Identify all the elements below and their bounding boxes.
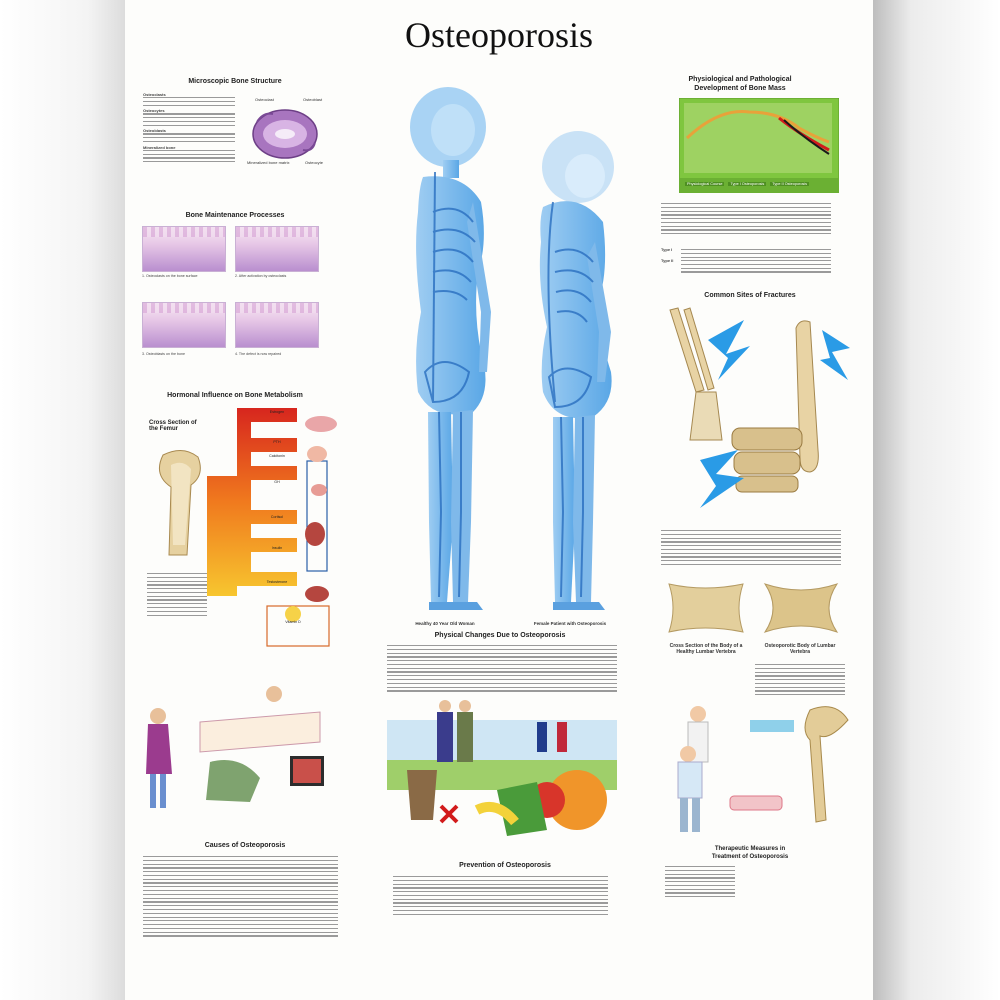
type-1-term: Type I bbox=[661, 247, 673, 252]
femur-text bbox=[147, 573, 207, 618]
therapy-list bbox=[665, 866, 735, 900]
healthy-vertebra-caption: Cross Section of the Body of a Healthy L… bbox=[669, 643, 743, 655]
legend-type-1: Type I Osteoporosis bbox=[728, 182, 767, 186]
therapy-title-2: Treatment of Osteoporosis bbox=[711, 854, 789, 860]
microscopic-text: Osteoclasts Osteocytes Osteoblasts Miner… bbox=[143, 92, 238, 165]
left-margin bbox=[0, 0, 125, 1000]
organ-icons bbox=[305, 416, 337, 602]
vertebra-text bbox=[755, 664, 845, 698]
fractures-title: Common Sites of Fractures bbox=[704, 292, 796, 299]
femur-cross-section-illustration bbox=[158, 450, 201, 556]
label-osteoclast: Osteoclast bbox=[255, 97, 274, 102]
label-mineralized-matrix: Mineralized bone matrix bbox=[247, 160, 290, 165]
causes-illustration bbox=[146, 686, 324, 808]
tissue-caption-1: 1. Osteoclasts on the bone surface bbox=[142, 274, 198, 278]
therapy-illustration bbox=[677, 706, 849, 832]
label-osteoblast: Osteoblast bbox=[303, 97, 323, 102]
prevention-illustration bbox=[387, 700, 617, 836]
type-2-text bbox=[681, 260, 831, 275]
term-osteocytes: Osteocytes bbox=[143, 108, 165, 114]
microscopic-structure-title: Microscopic Bone Structure bbox=[188, 78, 282, 85]
osteoporosis-woman-figure bbox=[539, 131, 614, 610]
healthy-woman-figure bbox=[410, 87, 491, 610]
legend-physiological: Physiological Course bbox=[685, 182, 725, 186]
maintenance-title: Bone Maintenance Processes bbox=[185, 212, 285, 219]
hormone-gh: GH bbox=[274, 480, 280, 484]
osteoporosis-poster: Osteoporosis Microscopic Bone Structure … bbox=[125, 0, 873, 1000]
bone-cell-illustration bbox=[252, 109, 318, 159]
hormone-insulin: Insulin bbox=[271, 546, 283, 550]
causes-title: Causes of Osteoporosis bbox=[204, 842, 286, 849]
hormonal-title: Hormonal Influence on Bone Metabolism bbox=[167, 392, 303, 399]
tissue-caption-3: 3. Osteoblasts on the bone bbox=[142, 352, 185, 356]
right-margin-shadow bbox=[873, 0, 1000, 1000]
tissue-caption-2: 2. After activation by osteoclasts bbox=[235, 274, 287, 278]
type-1-text bbox=[681, 249, 831, 260]
tissue-panel-4 bbox=[235, 302, 319, 348]
hormone-calcitonin: Calcitonin bbox=[269, 454, 285, 458]
body-figures-illustration bbox=[410, 87, 614, 610]
vertebra-cross-sections bbox=[668, 583, 839, 633]
healthy-woman-caption: Healthy 40 Year Old Woman bbox=[415, 621, 475, 626]
term-mineralized-bone: Mineralized bone bbox=[143, 144, 176, 150]
femur-label: Cross Section of the Femur bbox=[149, 420, 197, 432]
physical-changes-text bbox=[387, 645, 617, 694]
term-osteoblasts: Osteoblasts bbox=[143, 128, 166, 134]
legend-type-2: Type II Osteoporosis bbox=[770, 182, 810, 186]
bone-mass-title-2: Development of Bone Mass bbox=[694, 85, 786, 92]
hormone-estrogen: Estrogen bbox=[269, 410, 285, 414]
label-osteocyte: Osteocyte bbox=[305, 160, 324, 165]
prevention-list bbox=[393, 876, 608, 918]
tissue-caption-4: 4. The defect is now repaired bbox=[235, 352, 282, 356]
physical-changes-title: Physical Changes Due to Osteoporosis bbox=[434, 632, 566, 639]
fracture-sites-illustration bbox=[669, 307, 850, 508]
bone-mass-text bbox=[661, 203, 831, 237]
term-osteoclasts: Osteoclasts bbox=[143, 92, 166, 97]
bone-mass-legend: Physiological Course Type I Osteoporosis… bbox=[685, 182, 835, 186]
type-2-term: Type II bbox=[661, 258, 674, 263]
tissue-panel-3 bbox=[142, 302, 226, 348]
bone-mass-graph bbox=[679, 98, 839, 193]
prevention-title: Prevention of Osteoporosis bbox=[459, 862, 551, 869]
tissue-panel-1 bbox=[142, 226, 226, 272]
osteoporosis-patient-caption: Female Patient with Osteoporosis bbox=[533, 621, 607, 626]
bone-mass-title-1: Physiological and Pathological bbox=[688, 76, 792, 83]
osteoporotic-vertebra-caption: Osteoporotic Body of Lumbar Vertebra bbox=[764, 643, 836, 655]
hormone-cortisol: Cortisol bbox=[270, 515, 284, 519]
tissue-panel-2 bbox=[235, 226, 319, 272]
causes-list bbox=[143, 856, 338, 939]
hormone-pth: PTH bbox=[273, 440, 281, 444]
poster-title: Osteoporosis bbox=[405, 15, 593, 55]
hormone-testosterone: Testosterone bbox=[266, 580, 288, 584]
therapy-title-1: Therapeutic Measures in bbox=[714, 846, 786, 852]
fractures-text bbox=[661, 530, 841, 568]
hormone-vitamin-d: Vitamin D bbox=[285, 620, 301, 624]
